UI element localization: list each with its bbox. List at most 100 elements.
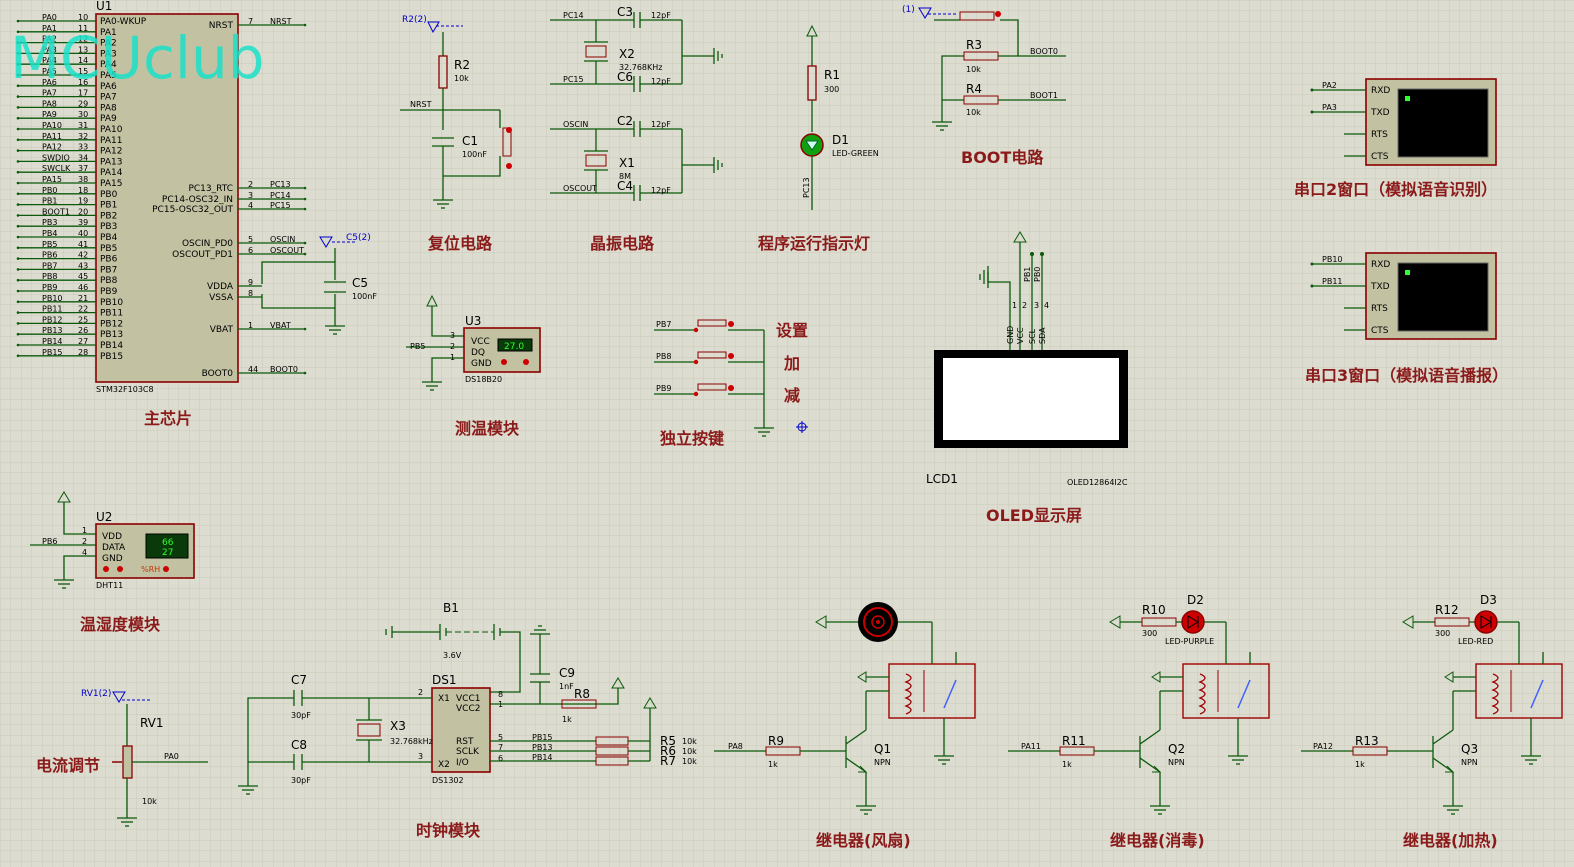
- reset-net-label: NRST: [410, 100, 432, 109]
- push-button[interactable]: [697, 383, 727, 391]
- ds1-pin-name: I/O: [456, 758, 469, 768]
- r8-resistor[interactable]: [561, 699, 597, 709]
- relay-coil-icon: [904, 673, 912, 715]
- c5-probe: C5(2): [346, 233, 371, 243]
- mcu-left-pin-name: PA4: [100, 60, 117, 70]
- mcu-right-pin-name: PC13_RTC: [188, 184, 233, 194]
- mcu-right-pin-name: VBAT: [210, 325, 234, 335]
- ds18b20-part: DS18B20: [465, 375, 502, 384]
- rtc-res-value: 10k: [682, 737, 697, 746]
- mcu-part: STM32F103C8: [96, 385, 154, 394]
- rv1-body[interactable]: [122, 745, 133, 779]
- push-button[interactable]: [697, 319, 727, 327]
- mcu-left-pin-number: 21: [78, 294, 88, 303]
- mcu-left-pin-name: PB4: [100, 233, 118, 243]
- dht11-button-1[interactable]: [103, 566, 109, 572]
- mcu-left-pin-name: PB15: [100, 352, 123, 362]
- mcu-left-net: PA1: [42, 24, 57, 33]
- ds18b20-reading: 27.0: [504, 342, 524, 352]
- section-buttons: 独立按键: [660, 429, 724, 448]
- rtc-res-ref: R7: [660, 754, 676, 768]
- c1-ref: C1: [462, 134, 478, 148]
- c9-ref: C9: [559, 666, 575, 680]
- mcu-left-net: PB5: [42, 240, 57, 249]
- mcu-left-pin-name: PB11: [100, 309, 123, 319]
- crystal-value: 8M: [619, 172, 631, 181]
- mcu-left-pin-name: PB7: [100, 265, 117, 275]
- mcu-left-net: PA10: [42, 121, 62, 130]
- mcu-right-pin-name: NRST: [209, 21, 234, 31]
- ds18b20-dec-button[interactable]: [501, 359, 507, 365]
- crystal-net: PC14: [563, 11, 584, 20]
- ds1-pin-name: VCC2: [456, 704, 480, 714]
- oled-screen: [943, 358, 1119, 440]
- section-current: 电流调节: [36, 756, 100, 775]
- dht11-button-2[interactable]: [117, 566, 123, 572]
- push-button[interactable]: [697, 351, 727, 359]
- mcu-left-pin-number: 15: [78, 67, 88, 76]
- mcu-right-pin-name: PC14-OSC32_IN: [162, 195, 233, 205]
- transistor-ref: Q1: [874, 742, 891, 756]
- ds1-pin-name: RST: [456, 737, 474, 747]
- terminal-pin: CTS: [1371, 152, 1389, 162]
- mcu-left-net: PA9: [42, 110, 57, 119]
- mcu-right-pin-number: 44: [248, 365, 258, 374]
- dht11-sensor[interactable]: PB6 U2 VDD DATA GND 1 2 4 66 27 %RH DHT1…: [30, 491, 195, 590]
- r2-probe: R2(2): [402, 15, 427, 25]
- current-pot[interactable]: RV1(2) PA0 RV1 10k: [81, 689, 208, 827]
- mcu-left-pin-name: PA14: [100, 168, 123, 178]
- mcu-left-net: PB7: [42, 261, 57, 270]
- mcu-right-pin-number: 2: [248, 180, 253, 189]
- mcu-left-net: PA4: [42, 56, 57, 65]
- mcu-right-pin-name: VDDA: [207, 282, 234, 292]
- mcu-left-net: PB15: [42, 348, 63, 357]
- dht11-button-3[interactable]: [163, 566, 169, 572]
- ds18b20-inc-button[interactable]: [523, 359, 529, 365]
- terminal-pin: RXD: [1371, 260, 1390, 270]
- ds1-pin-number: 3: [418, 752, 423, 761]
- oled-pin-number: 1: [1012, 301, 1017, 310]
- boot-circuit[interactable]: (1) R3 10k BOOT0 R4 10k BOOT1: [902, 5, 1066, 131]
- section-indicator: 程序运行指示灯: [758, 234, 870, 253]
- crystal-body[interactable]: [585, 154, 607, 167]
- c5-ref: C5: [352, 276, 368, 290]
- ds18b20-num-1: 3: [450, 331, 455, 340]
- dht11-unit: %RH: [141, 565, 160, 574]
- mcu-left-pin-number: 30: [78, 110, 88, 119]
- ds1-pin-number: 7: [498, 743, 503, 752]
- ds18b20-pin-vcc: VCC: [471, 337, 490, 347]
- dht11-num-2: 2: [82, 537, 87, 546]
- x3-crystal[interactable]: [357, 723, 381, 737]
- mcu-left-net: PB13: [42, 326, 63, 335]
- mcu-left-pin-name: PB14: [100, 341, 123, 351]
- section-relay-heat: 继电器(加热): [1403, 831, 1498, 850]
- boot-switch[interactable]: [959, 11, 995, 21]
- reset-circuit[interactable]: R2(2) R2 10k NRST C1 100nF: [400, 15, 512, 209]
- mcu-left-pin-name: PB10: [100, 298, 123, 308]
- ds18b20-sensor[interactable]: PB5 U3 VCC DQ GND 3 2 1 27.0 DS18B20: [406, 294, 541, 391]
- mcu-left-pin-number: 41: [78, 240, 88, 249]
- c5-capacitor[interactable]: C5(2) C5 100nF: [261, 233, 377, 335]
- run-indicator[interactable]: R1 300 D1 LED-GREEN PC13: [800, 24, 879, 210]
- mcu-left-pin-number: 45: [78, 272, 88, 281]
- mcu-left-pin-name: PB0: [100, 190, 118, 200]
- transistor-type: NPN: [1461, 758, 1478, 767]
- crystal-body[interactable]: [585, 45, 607, 58]
- c8-ref: C8: [291, 738, 307, 752]
- mcu-left-pin-name: PB8: [100, 276, 118, 286]
- mcu-left-pin-number: 10: [78, 13, 88, 22]
